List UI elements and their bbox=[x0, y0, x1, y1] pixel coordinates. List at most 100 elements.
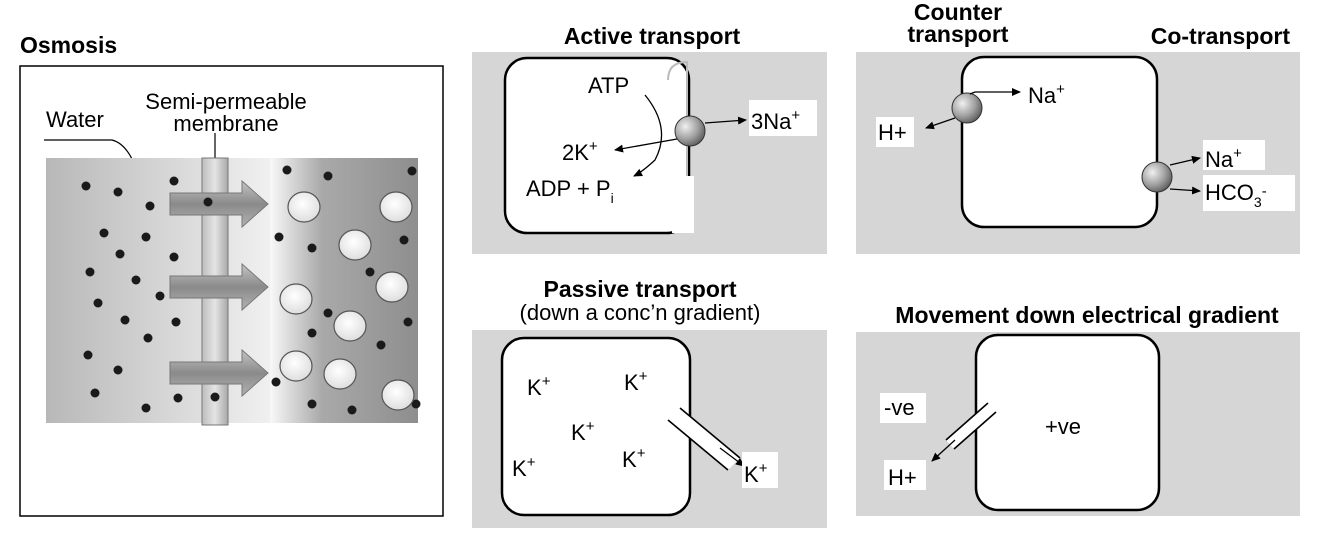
h-out-arrow bbox=[925, 117, 956, 130]
particle bbox=[93, 298, 103, 308]
flow-arrow bbox=[169, 179, 269, 229]
counter-co-transport-panel: Counter transport Co-transport H+ Na+ Na… bbox=[856, 0, 1300, 254]
particle bbox=[323, 308, 333, 318]
particle bbox=[99, 228, 109, 238]
particle bbox=[376, 340, 386, 350]
channel-body bbox=[668, 408, 740, 470]
particle bbox=[145, 201, 155, 211]
cell bbox=[500, 336, 692, 517]
water-flow-arrows bbox=[169, 179, 269, 398]
channel-wall bbox=[953, 411, 997, 450]
label-backdrop bbox=[1203, 175, 1295, 211]
pump-protein bbox=[674, 115, 706, 147]
particle bbox=[169, 252, 179, 262]
electrical-gradient-title: Movement down electrical gradient bbox=[895, 302, 1279, 328]
co-na-arrow bbox=[1169, 155, 1201, 166]
cell bbox=[960, 55, 1159, 229]
water-label: Water bbox=[46, 107, 104, 132]
particle bbox=[407, 166, 417, 176]
co-hco3-arrow bbox=[1169, 186, 1201, 195]
particle bbox=[307, 399, 317, 409]
passive-transport-title: Passive transport bbox=[543, 276, 736, 302]
passive-transport-subtitle: (down a conc’n gradient) bbox=[520, 300, 761, 325]
k-ion: K+ bbox=[624, 368, 648, 395]
membrane-label-line2: membrane bbox=[173, 111, 278, 136]
membrane-label-line1: Semi-permeable bbox=[145, 89, 306, 114]
counter-transport-title-1: Counter bbox=[914, 0, 1002, 25]
cell-shadow bbox=[667, 60, 688, 229]
particle bbox=[113, 187, 123, 197]
particle bbox=[347, 405, 357, 415]
active-transport-panel: Active transport ATP 2K+ ADP + Pi 3Na+ bbox=[472, 23, 827, 254]
k-in-label: 2K+ bbox=[562, 138, 598, 165]
co-na-label: Na+ bbox=[1205, 145, 1242, 172]
electrical-gradient-panel: Movement down electrical gradient +ve -v… bbox=[856, 302, 1300, 516]
molecule bbox=[381, 379, 415, 411]
k-ion: K+ bbox=[622, 445, 646, 472]
atp-to-adp-arrow bbox=[633, 94, 663, 177]
adp-label: ADP + Pi bbox=[526, 176, 614, 206]
molecule bbox=[323, 358, 357, 390]
particle bbox=[155, 291, 165, 301]
particle bbox=[307, 328, 317, 338]
flow-arrow bbox=[169, 262, 269, 312]
molecule bbox=[279, 350, 313, 382]
molecule bbox=[333, 310, 367, 342]
molecule bbox=[379, 191, 413, 223]
osmosis-panel: Osmosis Water Semi-permeable membrane bbox=[19, 32, 444, 517]
channel-body bbox=[946, 403, 996, 449]
antiporter-protein bbox=[951, 92, 983, 124]
channel-wall bbox=[667, 419, 729, 471]
particle bbox=[307, 243, 317, 253]
particle bbox=[210, 392, 220, 402]
particle bbox=[141, 232, 151, 242]
molecule bbox=[375, 271, 409, 303]
k-outside-label: K+ bbox=[744, 460, 768, 487]
channel-wall bbox=[945, 402, 989, 441]
na-in-arrow bbox=[969, 88, 1021, 96]
particle bbox=[323, 171, 333, 181]
particle bbox=[115, 249, 125, 259]
k-in-arrow bbox=[614, 138, 678, 153]
particle bbox=[282, 165, 292, 175]
particle bbox=[411, 399, 421, 409]
counter-transport-title-2: transport bbox=[908, 21, 1009, 47]
particle bbox=[143, 333, 153, 343]
solute-particles bbox=[81, 165, 421, 415]
particle bbox=[173, 393, 183, 403]
cell-gap bbox=[672, 176, 694, 233]
particle bbox=[399, 235, 409, 245]
molecule bbox=[338, 229, 372, 261]
particle bbox=[90, 388, 100, 398]
particle bbox=[141, 403, 151, 413]
k-ion: K+ bbox=[571, 418, 595, 445]
h-out-arrow bbox=[931, 439, 956, 462]
particle bbox=[403, 317, 413, 327]
atp-label: ATP bbox=[588, 73, 629, 98]
particle bbox=[81, 181, 91, 191]
label-backdrop bbox=[876, 117, 914, 147]
positive-label: +ve bbox=[1045, 414, 1081, 439]
particle bbox=[120, 315, 130, 325]
label-backdrop bbox=[749, 100, 817, 136]
label-backdrop bbox=[1203, 140, 1265, 170]
co-hco3-label: HCO3- bbox=[1205, 180, 1267, 210]
label-backdrop bbox=[742, 452, 778, 488]
channel-wall bbox=[679, 407, 741, 459]
molecule bbox=[279, 283, 313, 315]
particle bbox=[365, 267, 375, 277]
particle bbox=[169, 176, 179, 186]
particle bbox=[85, 267, 95, 277]
particle bbox=[271, 377, 281, 387]
large-solute-molecules bbox=[279, 191, 415, 411]
symporter-protein bbox=[1141, 161, 1173, 193]
na-out-arrow bbox=[704, 116, 747, 125]
na-out-label: 3Na+ bbox=[751, 107, 800, 134]
k-ion: K+ bbox=[512, 454, 536, 481]
negative-label: -ve bbox=[884, 395, 915, 420]
k-ions-inside: K+ K+ K+ K+ K+ bbox=[512, 368, 648, 481]
label-backdrop bbox=[880, 393, 926, 423]
k-channel bbox=[667, 407, 741, 471]
active-transport-title: Active transport bbox=[564, 23, 741, 49]
